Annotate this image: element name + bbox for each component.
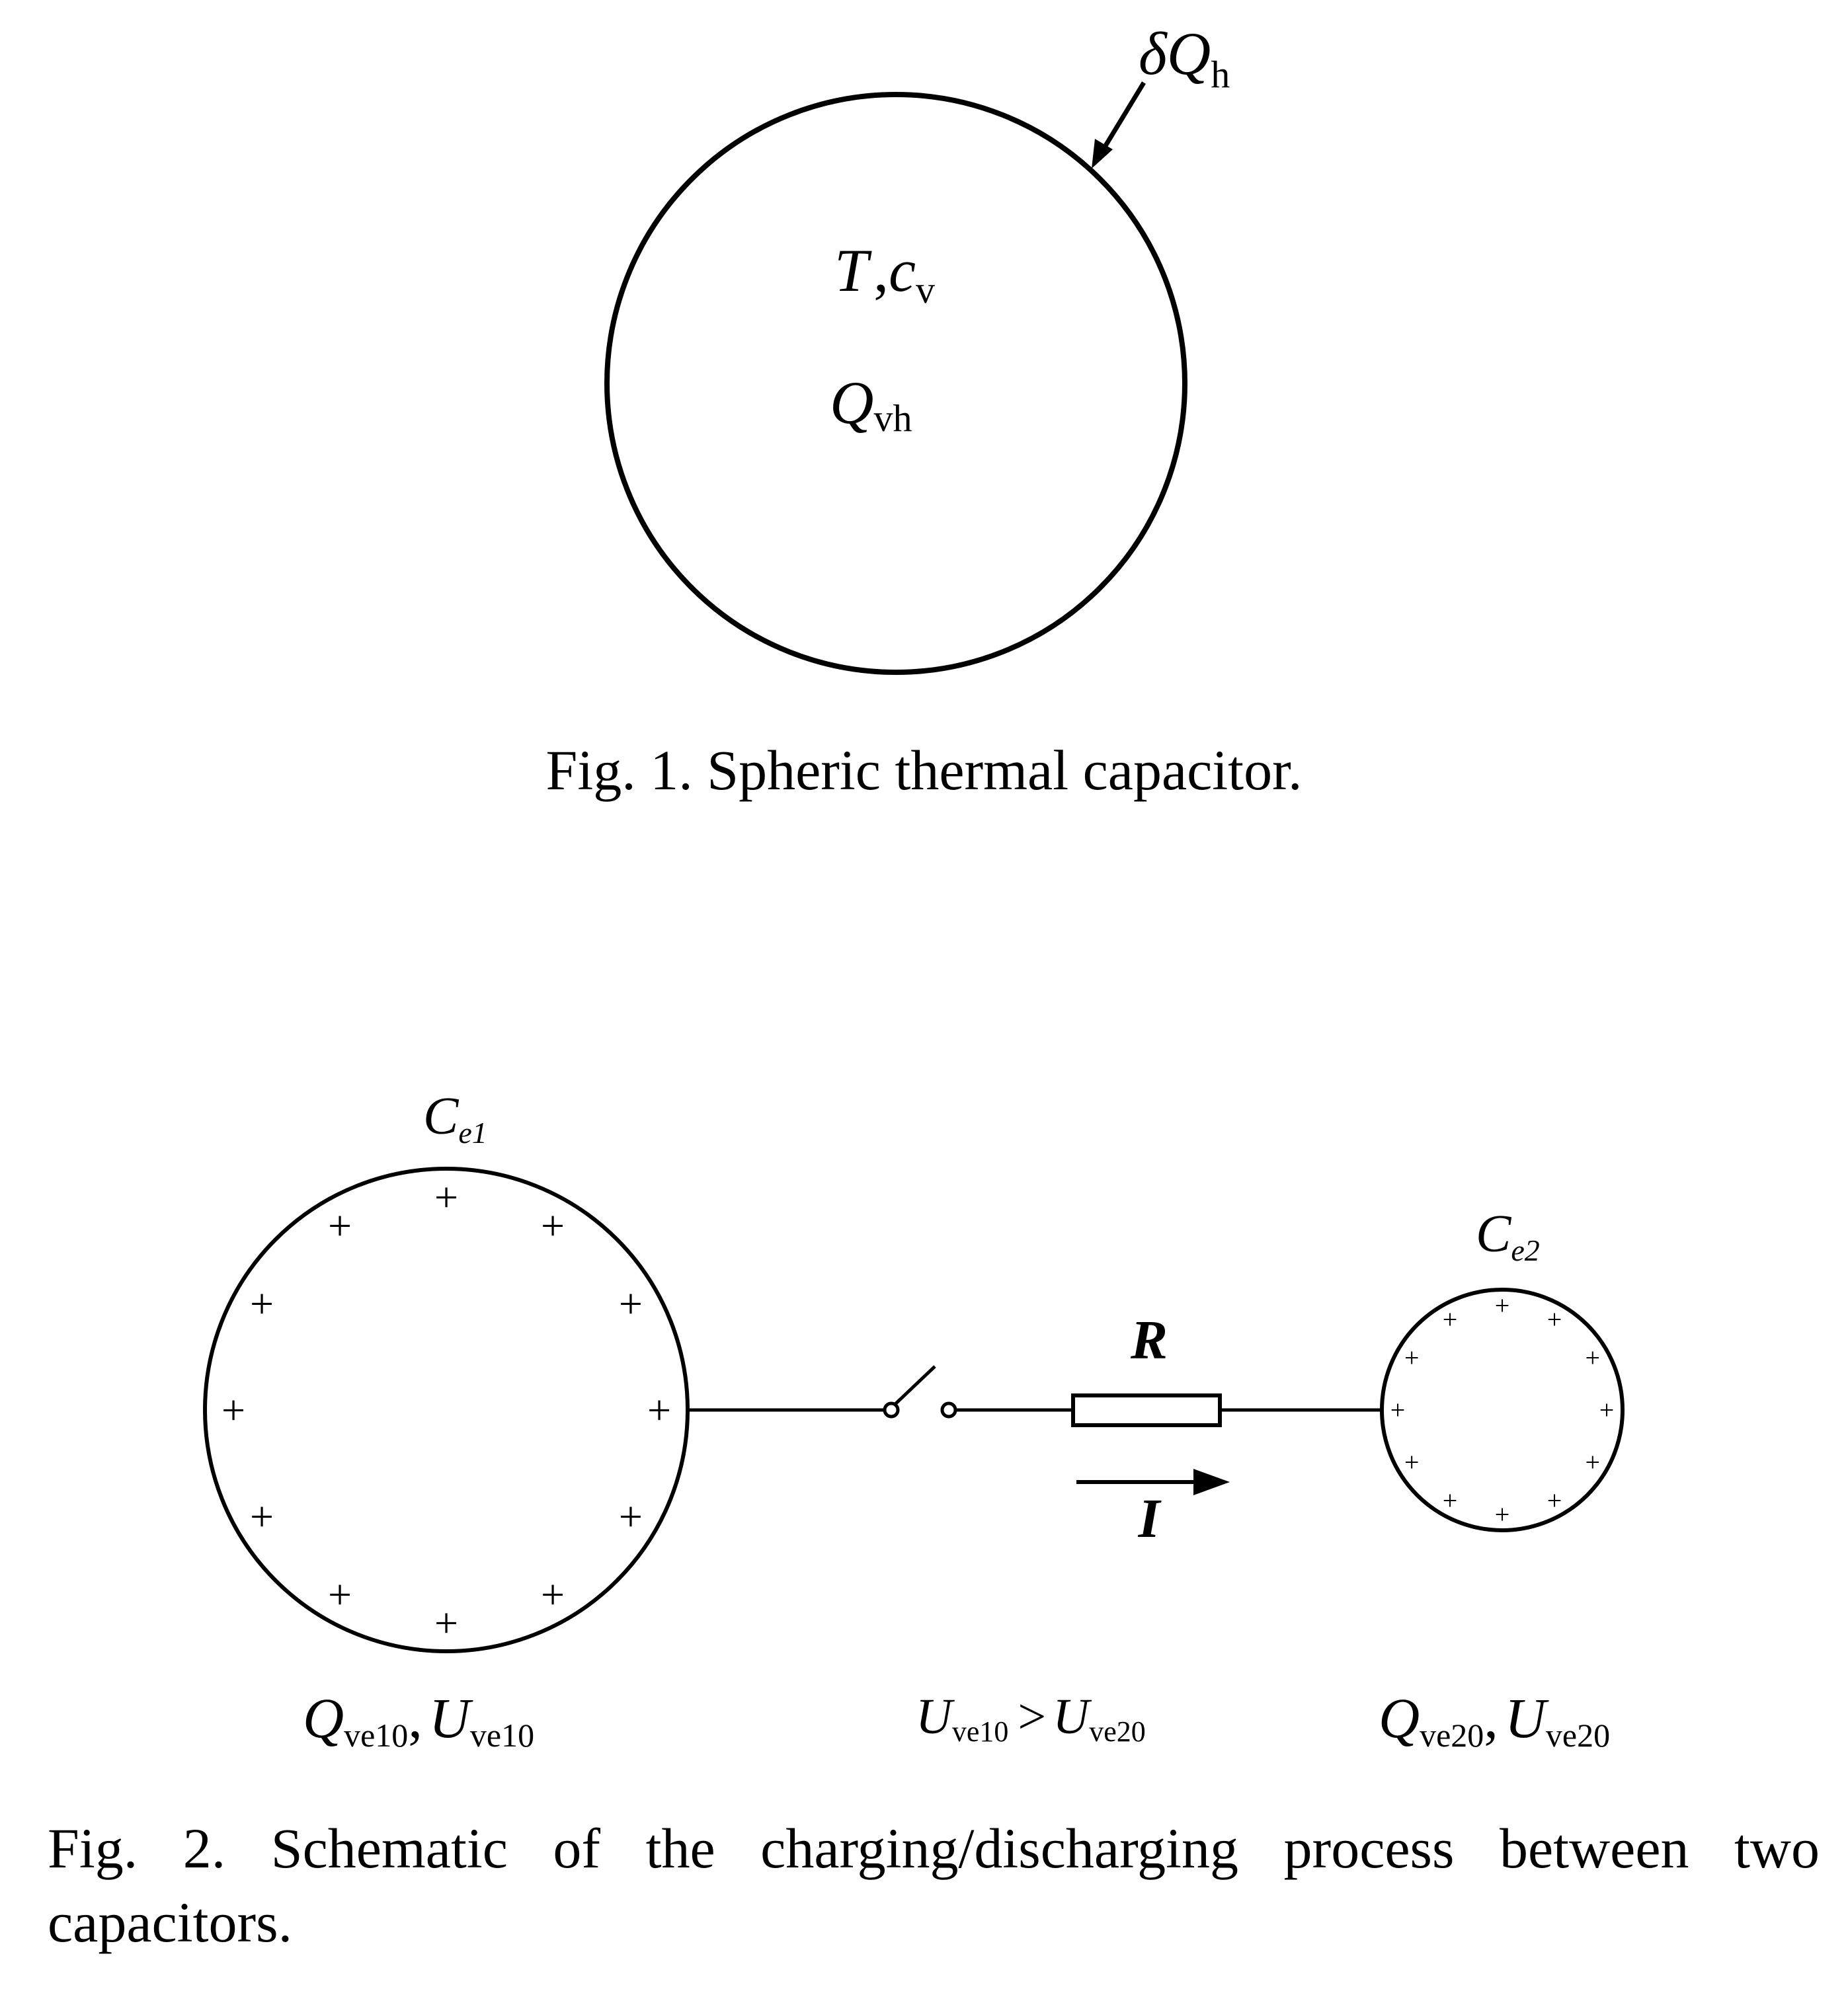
charge-sign: + (619, 1493, 643, 1540)
charge-sign: + (1443, 1305, 1458, 1335)
resistor-label: R (1130, 1310, 1168, 1371)
charge-sign: + (541, 1571, 565, 1618)
charge-sign: + (328, 1202, 352, 1249)
charge-sign: + (1586, 1448, 1601, 1477)
temperature-heat-capacity-label: T,cv (834, 237, 935, 311)
charge-sign: + (1390, 1395, 1406, 1425)
charge-sign: + (434, 1600, 458, 1647)
resistor (1071, 1393, 1222, 1427)
charge-sign: + (1495, 1500, 1510, 1530)
capacitor-1-charges: + + + + + + + + + + + + (221, 1174, 671, 1647)
charge-sign: + (221, 1387, 245, 1434)
figure-2-caption: Fig. 2. Schematic of the charging/discha… (48, 1817, 1820, 1954)
charge-sign: + (541, 1202, 565, 1249)
thermal-capacitor-sphere (604, 92, 1187, 675)
current-arrowhead (1193, 1469, 1230, 1495)
charge-sign: + (647, 1387, 671, 1434)
figure-2: + + + + + + + + + + + + Ce1 R I + + + + + + + + + + + + Ce2 (203, 1087, 1625, 1754)
voltage-condition: Uve10>Uve20 (916, 1689, 1146, 1748)
heat-flow-label: δQh (1139, 20, 1230, 96)
charge-sign: + (1404, 1343, 1420, 1373)
charge-sign: + (1404, 1448, 1420, 1477)
capacitor-1-sphere (203, 1167, 690, 1653)
capacitor-2-charges: + + + + + + + + + + + + (1390, 1291, 1615, 1530)
charge-sign: + (434, 1174, 458, 1221)
capacitor-1-label: Ce1 (423, 1087, 487, 1150)
figure-1-caption: Fig. 1. Spheric thermal capacitor. (545, 738, 1303, 802)
switch (883, 1365, 957, 1419)
capacitor-2-label: Ce2 (1476, 1205, 1540, 1267)
thermal-charge-label: Qvh (830, 369, 912, 440)
charge-sign: + (1599, 1395, 1615, 1425)
heat-flow-arrowhead (1092, 139, 1113, 169)
charge-sign: + (328, 1571, 352, 1618)
charge-sign: + (1586, 1343, 1601, 1373)
charge-sign: + (1547, 1485, 1562, 1515)
charge-sign: + (1443, 1485, 1458, 1515)
capacitor-2-sphere (1380, 1288, 1625, 1532)
capacitor-2-charge-voltage: Qve20,Uve20 (1379, 1686, 1610, 1754)
capacitor-1-charge-voltage: Qve10,Uve10 (303, 1686, 534, 1754)
charge-sign: + (1547, 1305, 1562, 1335)
figure-1: δQh T,cv Qvh (604, 20, 1230, 675)
heat-flow-arrow-shaft (1099, 81, 1146, 155)
charge-sign: + (250, 1493, 274, 1540)
current-label: I (1138, 1488, 1162, 1549)
charge-sign: + (619, 1280, 643, 1327)
charge-sign: + (1495, 1291, 1510, 1321)
charge-sign: + (250, 1280, 274, 1327)
